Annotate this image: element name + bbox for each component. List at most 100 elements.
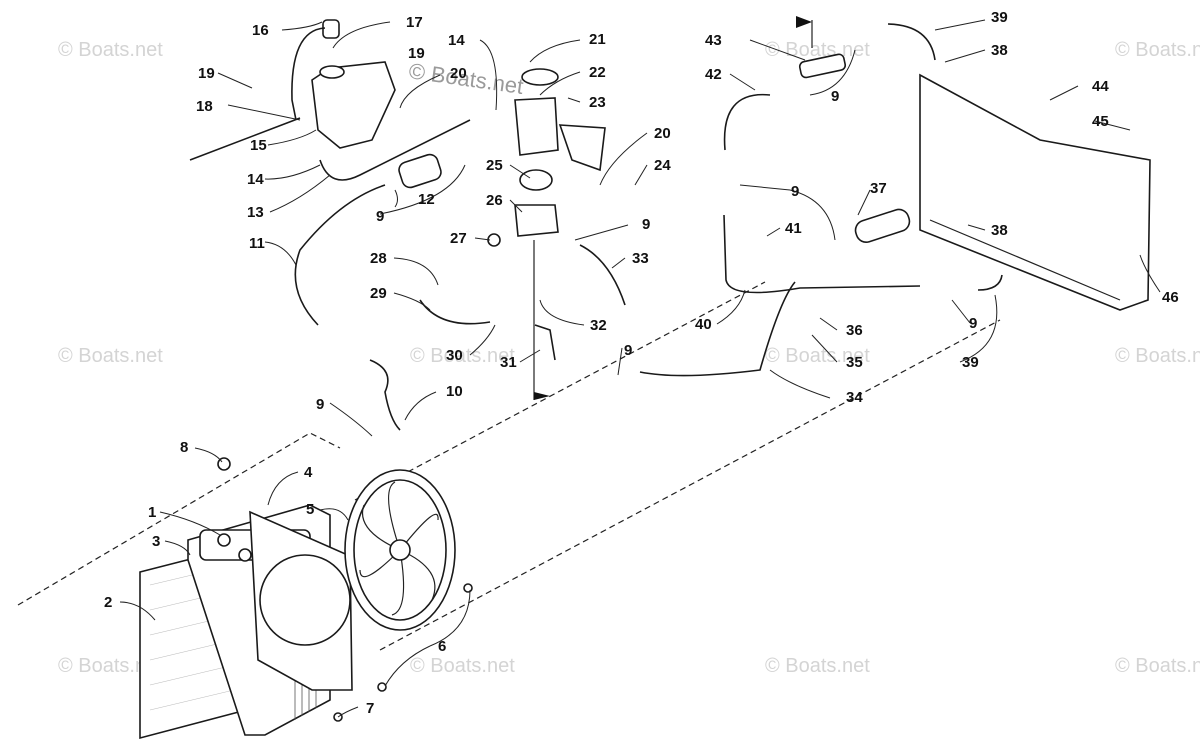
callout-10: 10 [446,383,463,400]
radiator-upper-hose [294,184,386,326]
filler-neck [514,97,559,156]
callout-20: 20 [654,125,671,142]
callout-40: 40 [695,316,712,333]
watermark: © Boats.net [58,39,163,61]
callout-22: 22 [589,64,606,81]
watermark: © Boats.net [1115,655,1200,677]
callout-41: 41 [785,220,802,237]
thermostat [519,169,553,191]
callouts: 1 2 3 4 5 6 7 8 9 10 11 12 13 14 14 15 1… [104,9,1179,718]
callout-23: 23 [589,94,606,111]
callout-17: 17 [406,14,423,31]
callout-26: 26 [486,192,503,209]
vent-hose [189,117,301,161]
callout-9: 9 [316,396,324,413]
callout-44: 44 [1092,78,1109,95]
callout-29: 29 [370,285,387,302]
overflow-fitting [322,19,340,39]
watermark: © Boats.net [1115,345,1200,367]
frame-crossmember [919,73,1151,311]
hose-elbow [977,274,1003,291]
radiator-cap-boss [238,548,252,562]
callout-3: 3 [152,533,160,550]
callout-13: 13 [247,204,264,221]
callout-34: 34 [846,389,863,406]
callout-28: 28 [370,250,387,267]
arrow-marker [534,392,550,400]
callout-12: 12 [418,191,435,208]
right-plumbing [639,23,1151,377]
callout-38: 38 [991,222,1008,239]
coolant-pipe [723,214,921,294]
callout-14: 14 [448,32,465,49]
fan-hub [389,539,411,561]
screw [463,583,473,593]
shroud-opening [259,554,351,646]
callout-7: 7 [366,700,374,717]
callout-15: 15 [250,137,267,154]
watermark: © Boats.net [1115,39,1200,61]
bypass-hose [579,244,626,306]
tank-cap [319,65,345,79]
watermark: © Boats.net [410,345,515,367]
screw [377,682,387,692]
callout-25: 25 [486,157,503,174]
watermark: © Boats.net [765,345,870,367]
watermark: © Boats.net [58,655,163,677]
callout-8: 8 [180,439,188,456]
watermark: © Boats.net [765,39,870,61]
callout-11: 11 [249,235,265,252]
thermostat-housing [514,204,559,237]
callout-4: 4 [304,464,313,481]
callout-46: 46 [1162,289,1179,306]
callout-21: 21 [589,31,606,48]
callout-39: 39 [962,354,979,371]
hose-connector [398,153,442,189]
callout-19: 19 [198,65,215,82]
pressure-cap [521,68,559,86]
sensor-hose [419,299,491,325]
callout-30: 30 [446,347,463,364]
watermarks: © Boats.net © Boats.net © Boats.net © Bo… [58,39,1200,677]
radiator-assembly [139,457,473,740]
radiator-cap-boss [217,533,231,547]
callout-16: 16 [252,22,269,39]
elbow-hose [534,324,556,361]
callout-5: 5 [306,501,314,518]
callout-9: 9 [791,183,799,200]
radiator-lower-hose [369,359,401,431]
callout-37: 37 [870,180,887,197]
callout-39: 39 [991,9,1008,26]
watermark: © Boats.net [58,345,163,367]
overflow-hose [291,27,326,121]
tank-hose [319,119,471,181]
callout-9: 9 [624,342,632,359]
watermark: © Boats.net [765,655,870,677]
assembly-lines [17,16,1001,651]
mounting-bracket [558,124,606,172]
callout-33: 33 [632,250,649,267]
callout-1: 1 [148,504,156,521]
callout-31: 31 [500,354,517,371]
callout-38: 38 [991,42,1008,59]
callout-2: 2 [104,594,112,611]
callout-43: 43 [705,32,722,49]
callout-35: 35 [846,354,863,371]
callout-45: 45 [1092,113,1109,130]
hose-elbow [887,23,936,61]
watermark: © Boats.net [410,655,515,677]
callout-14: 14 [247,171,264,188]
callout-36: 36 [846,322,863,339]
hose-connector [854,208,911,244]
callout-6: 6 [438,638,446,655]
heater-hose-upper [723,93,771,151]
lower-return-hose [639,281,796,377]
callout-9: 9 [969,315,977,332]
callout-9: 9 [642,216,650,233]
expansion-tank-group [189,19,471,431]
callout-18: 18 [196,98,213,115]
tee-fitting [798,53,847,79]
callout-24: 24 [654,157,671,174]
callout-9: 9 [831,88,839,105]
